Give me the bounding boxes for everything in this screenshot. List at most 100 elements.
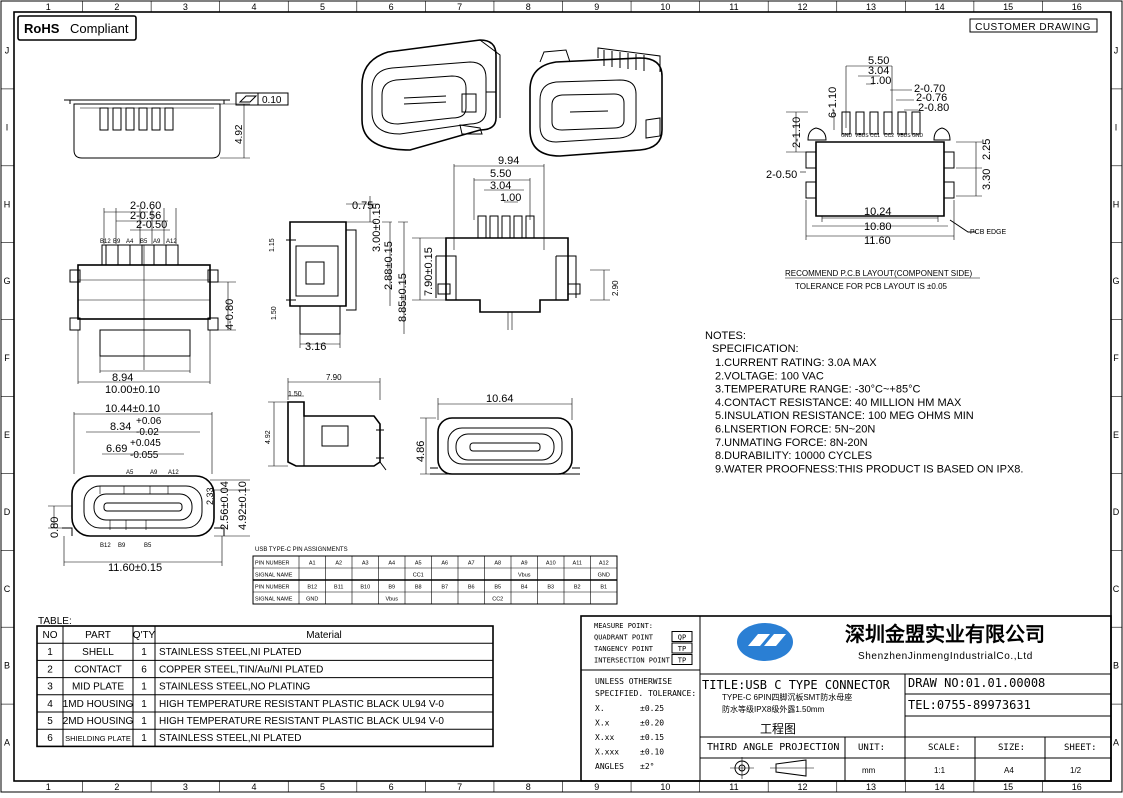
pin-table-row-header: SIGNAL NAME — [255, 597, 293, 603]
pin-label: B12 — [100, 543, 111, 549]
pin-table-cell: B1 — [600, 585, 607, 591]
column-label: 6 — [389, 782, 394, 792]
bom-cell: 1 — [141, 716, 147, 727]
column-label: 1 — [46, 782, 51, 792]
bom-cell: 2MD HOUSING — [63, 716, 134, 727]
pin-table-cell: GND — [598, 573, 610, 579]
top-view: 4.92 0.10 — [64, 92, 289, 159]
dim-pcbl-080: 2-0.80 — [918, 102, 949, 114]
pin-table-cell: A4 — [388, 561, 395, 567]
column-label: 6 — [389, 2, 394, 12]
dim-open-256: 2.56±0.04 — [219, 481, 231, 530]
dim-top-height: 4.92 — [234, 124, 245, 144]
note-item: 3.TEMPERATURE RANGE: -30°C~+85°C — [715, 384, 920, 396]
column-label: 5 — [320, 782, 325, 792]
sheet-value: 1/2 — [1070, 766, 1082, 775]
row-label: F — [1113, 353, 1119, 363]
tolerance-label: X.xx — [595, 733, 614, 742]
dim-front-894: 8.94 — [112, 372, 133, 384]
bom-label: TABLE: — [38, 616, 72, 627]
dim-pcb-100: 1.00 — [500, 192, 521, 204]
bom-cell: 1 — [141, 733, 147, 744]
dim-pin-056: 2-0.56 — [130, 210, 161, 222]
tolerance-heading-2: SPECIFIED. TOLERANCE: — [595, 689, 696, 698]
dim-side-115: 1.15 — [269, 238, 276, 252]
bom-cell: 1 — [141, 699, 147, 710]
dim-front-1064: 10.64 — [486, 393, 514, 405]
note-item: 9.WATER PROOFNESS:THIS PRODUCT IS BASED … — [715, 463, 1023, 475]
bom-cell: 2 — [47, 664, 53, 675]
row-label: E — [4, 430, 10, 440]
column-label: 15 — [1003, 782, 1013, 792]
row-label: H — [1113, 199, 1120, 209]
dim-front-486: 4.86 — [415, 441, 427, 462]
pin-label: A9 — [150, 470, 158, 476]
dim-open-669-dn: -0.055 — [130, 450, 159, 461]
pcb-layout-tolerance: TOLERANCE FOR PCB LAYOUT IS ±0.05 — [795, 282, 948, 291]
pin-label: A5 — [126, 470, 134, 476]
tolerance-value: ±0.20 — [640, 719, 664, 728]
unit-value: mm — [862, 766, 876, 775]
pin-table-cell: B6 — [468, 585, 475, 591]
row-label: C — [1113, 584, 1120, 594]
pin-table-cell: A6 — [441, 561, 448, 567]
drawing-title: TITLE:USB C TYPE CONNECTOR — [702, 678, 891, 692]
projection-symbol — [730, 757, 814, 779]
pin-table-cell: B12 — [307, 585, 317, 591]
scale-label: SCALE: — [928, 743, 961, 753]
dim-side-150: 1.50 — [271, 306, 278, 320]
column-label: 10 — [660, 782, 670, 792]
notes-heading: NOTES: — [705, 330, 746, 342]
tolerance-label: X.x — [595, 719, 610, 728]
measure-code: TP — [678, 657, 686, 665]
sheet-label: SHEET: — [1064, 743, 1097, 753]
bom-cell: COPPER STEEL,TIN/Au/NI PLATED — [159, 664, 323, 675]
dim-pcbl-210: 2-1.10 — [791, 117, 803, 148]
bom-cell: 1 — [141, 647, 147, 658]
bom-cell: SHIELDING PLATE — [65, 734, 131, 743]
column-label: 15 — [1003, 2, 1013, 12]
column-label: 10 — [660, 2, 670, 12]
measure-code: QP — [678, 634, 686, 642]
pin-name: CC1 — [870, 133, 880, 139]
iso-view-rear — [529, 47, 663, 157]
pin-table-cell: CC2 — [492, 597, 503, 603]
pin-table-cell: A10 — [546, 561, 556, 567]
dim-open-080: 0.80 — [49, 517, 61, 538]
pin-table-row-header: PIN NUMBER — [255, 585, 290, 591]
pin-table-cell: A2 — [335, 561, 342, 567]
row-label: J — [5, 45, 10, 55]
dim-pcbl-076: 2-0.76 — [916, 92, 947, 104]
dim-pcbl-1080: 10.80 — [864, 221, 892, 233]
opening-view: 10.44±0.10 8.34 +0.06 -0.02 6.69 +0.045 … — [48, 403, 250, 574]
company-logo — [737, 623, 793, 661]
pin-table-cell: A5 — [415, 561, 422, 567]
column-label: 2 — [114, 2, 119, 12]
note-item: 4.CONTACT RESISTANCE: 40 MILLION HM MAX — [715, 397, 962, 409]
dim-bsv-790: 7.90 — [326, 373, 342, 382]
customer-drawing-badge: CUSTOMER DRAWING — [969, 18, 1098, 33]
note-item: 1.CURRENT RATING: 3.0A MAX — [715, 357, 877, 369]
bom-cell: STAINLESS STEEL,NI PLATED — [159, 733, 301, 744]
dim-pcbl-225: 2.25 — [981, 139, 993, 160]
dim-pcbl-1160: 11.60 — [864, 235, 891, 247]
pin-table-cell: GND — [306, 597, 318, 603]
company-name-en: ShenzhenJinmengIndustrialCo.,Ltd — [858, 651, 1033, 662]
pcb-edge-label: PCB EDGE — [970, 229, 1007, 236]
telephone: TEL:0755-89973631 — [908, 698, 1031, 712]
pin-table-cell: A8 — [494, 561, 501, 567]
bom-cell: STAINLESS STEEL,NI PLATED — [159, 647, 301, 658]
pin-name: GND — [912, 133, 924, 139]
dim-front-4080: 4-0.80 — [224, 299, 236, 330]
dim-front-1000: 10.00±0.10 — [105, 384, 160, 396]
pcb-layout: 5.50 3.04 1.00 2-0.70 2-0.76 2-0.80 6-1.… — [766, 55, 1007, 291]
dim-bsv-492: 4.92 — [265, 430, 272, 444]
dim-pcbl-100: 1.00 — [870, 75, 891, 87]
pin-table-cell: Vbus — [518, 573, 531, 579]
pin-name: VBUS — [897, 133, 911, 139]
column-label: 12 — [797, 2, 807, 12]
dim-open-233: 2.33 — [205, 487, 215, 505]
